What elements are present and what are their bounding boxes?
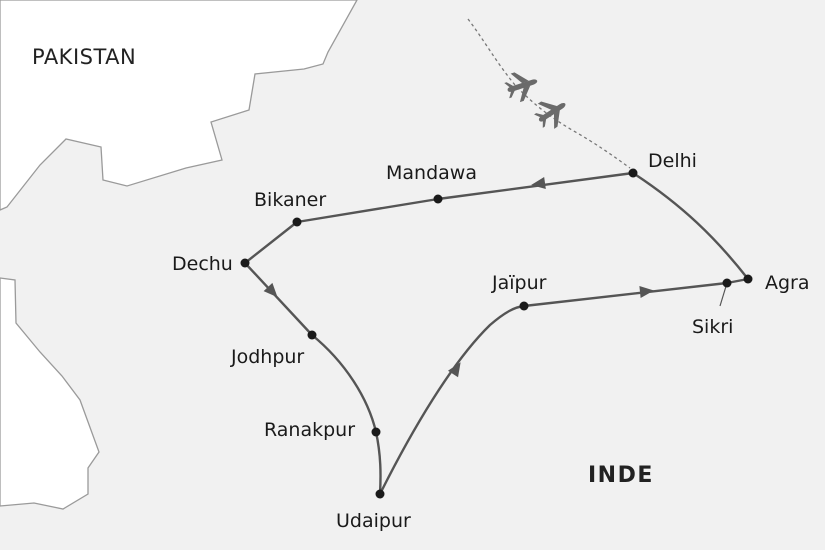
- route-dechu-jodhpur: [243, 261, 314, 337]
- pakistan-west-region: [0, 277, 100, 510]
- route-mandawa-bikaner: [295, 197, 440, 224]
- route-agra-delhi: [631, 171, 750, 281]
- city-label-agra: Agra: [765, 272, 810, 294]
- flight-path: [467, 18, 631, 169]
- direction-arrow-icon: [263, 177, 654, 378]
- dot-agra: [743, 274, 753, 284]
- city-dots: [240, 168, 753, 499]
- dot-dechu: [240, 258, 250, 268]
- city-label-udaipur: Udaipur: [336, 510, 411, 532]
- dot-udaipur: [375, 489, 385, 499]
- country-label-india: INDE: [588, 463, 654, 488]
- dot-delhi: [628, 168, 638, 178]
- route-udaipur-jaipur: [378, 304, 526, 496]
- city-label-jodhpur: Jodhpur: [230, 346, 304, 368]
- city-label-ranakpur: Ranakpur: [264, 419, 355, 441]
- city-label-bikaner: Bikaner: [254, 189, 326, 211]
- route-jaipur-sikri: [522, 281, 729, 308]
- dot-jodhpur: [307, 330, 317, 340]
- tour-route: [243, 171, 750, 496]
- city-label-sikri: Sikri: [692, 316, 733, 338]
- dot-mandawa: [433, 194, 443, 204]
- route-ranakpur-udaipur: [374, 430, 382, 496]
- country-label-pakistan: PAKISTAN: [32, 45, 136, 69]
- pakistan-region: [0, 0, 358, 211]
- dot-sikri: [722, 278, 732, 288]
- city-label-jaipur: Jaïpur: [491, 272, 547, 294]
- city-label-dechu: Dechu: [172, 253, 233, 275]
- dot-jaipur: [519, 301, 529, 311]
- dot-bikaner: [292, 217, 302, 227]
- dot-ranakpur: [371, 427, 381, 437]
- route-bikaner-dechu: [243, 220, 299, 265]
- city-label-mandawa: Mandawa: [386, 162, 477, 184]
- city-label-delhi: Delhi: [648, 150, 697, 172]
- route-jodhpur-ranakpur: [310, 333, 378, 434]
